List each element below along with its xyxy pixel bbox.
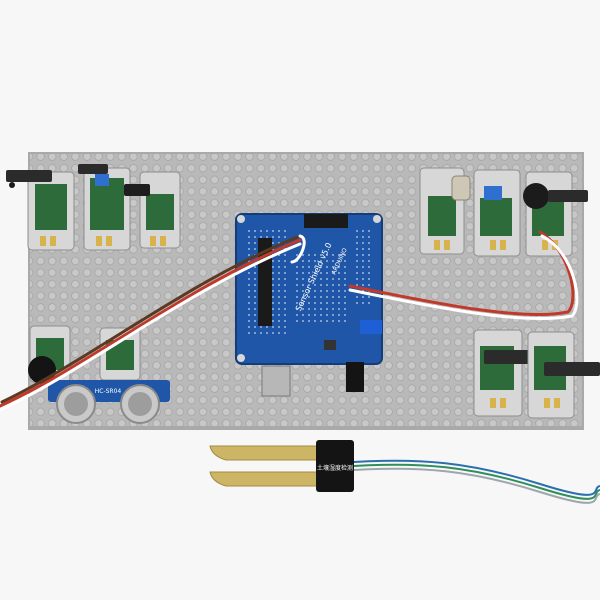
top-right-modules [419, 167, 588, 257]
ultrasonic-label: HC-SR04 [95, 388, 122, 395]
soil-moisture-probe: 土壤湿度检测 [209, 440, 600, 504]
probe-label: 土壤湿度检测 [317, 464, 353, 472]
servo-cable-left [0, 234, 306, 412]
sensor-module-6 [523, 171, 588, 257]
bottom-right-modules [473, 329, 600, 419]
sensor-module-1 [6, 170, 75, 251]
sensor-module-5 [473, 169, 521, 257]
sensor-module-8 [527, 331, 600, 419]
sensor-module-3 [124, 171, 181, 249]
top-left-modules [6, 164, 181, 251]
sensor-module-left-2 [99, 327, 141, 381]
ultrasonic-sensor: HC-SR04 [48, 380, 170, 424]
sensor-module-4 [419, 167, 471, 255]
sensor-module-2 [78, 164, 131, 251]
servo-cable-right [348, 230, 579, 321]
